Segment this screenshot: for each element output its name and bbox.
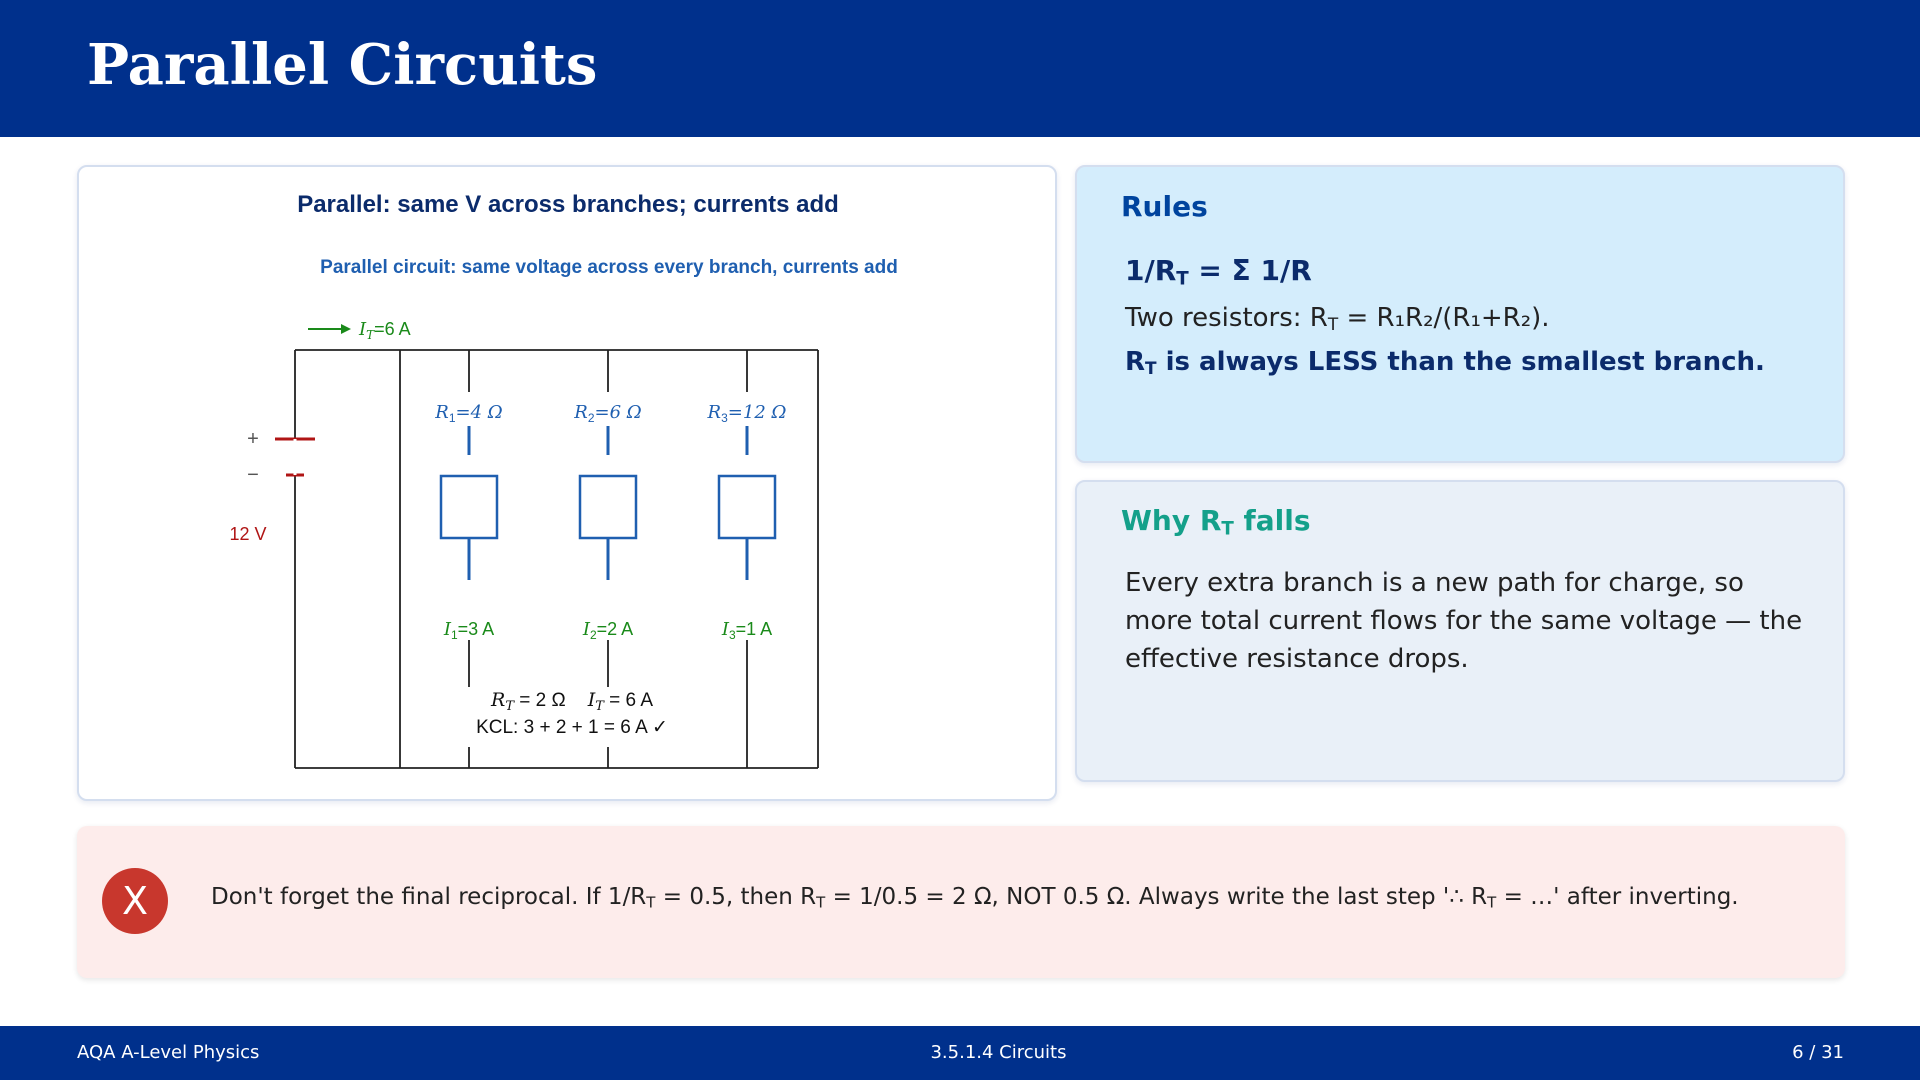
total-current-label: IT=6 A — [358, 319, 411, 342]
resistor-1-label: R1=4 Ω — [434, 402, 503, 425]
battery-voltage-label: 12 V — [229, 524, 266, 544]
rules-note: RT is always LESS than the smallest bran… — [1125, 346, 1765, 378]
current-3-label: I3=1 A — [721, 619, 772, 642]
warning-text: Don't forget the final reciprocal. If 1/… — [211, 884, 1739, 912]
branch-3: R3=12 Ω I3=1 A — [707, 350, 787, 768]
slide-title: Parallel Circuits — [87, 32, 598, 98]
resistor-1-icon — [439, 474, 499, 540]
footer-section: 3.5.1.4 Circuits — [930, 1042, 1067, 1063]
total-current-arrow — [308, 324, 351, 334]
current-2-label: I2=2 A — [582, 619, 633, 642]
resistor-3-icon — [717, 474, 777, 540]
footer-page-number: 6 / 31 — [1792, 1042, 1844, 1063]
summary-kcl: KCL: 3 + 2 + 1 = 6 A ✓ — [476, 717, 668, 738]
rules-formula: 1/RT = Σ 1/R — [1125, 254, 1312, 290]
rules-two-resistors: Two resistors: RT = R₁R₂/(R₁+R₂). — [1125, 302, 1550, 334]
diagram-title: Parallel: same V across branches; curren… — [297, 191, 839, 218]
why-body: Every extra branch is a new path for cha… — [1125, 568, 1803, 674]
battery-minus-label: − — [247, 464, 259, 486]
rules-body: 1/RT = Σ 1/R Two resistors: RT = R₁R₂/(R… — [1125, 252, 1765, 387]
footer-course: AQA A-Level Physics — [77, 1042, 260, 1063]
why-title: Why RT falls — [1121, 504, 1311, 540]
rules-card: Rules 1/RT = Σ 1/R Two resistors: RT = R… — [1075, 165, 1845, 463]
diagram-caption: Parallel circuit: same voltage across ev… — [320, 257, 898, 278]
why-card: Why RT falls Every extra branch is a new… — [1075, 480, 1845, 782]
circuit-wires — [294, 349, 819, 769]
resistor-2-icon — [578, 474, 638, 540]
battery-plus-label: + — [247, 428, 259, 450]
warning-card: X Don't forget the final reciprocal. If … — [77, 826, 1845, 978]
branch-1: R1=4 Ω I1=3 A — [434, 350, 503, 768]
battery-icon — [275, 437, 315, 477]
error-x-icon: X — [102, 868, 168, 934]
slide-footer: AQA A-Level Physics 3.5.1.4 Circuits 6 /… — [0, 1026, 1920, 1080]
branch-2: R2=6 Ω I2=2 A — [573, 350, 642, 768]
parallel-circuit-diagram: Parallel: same V across branches; curren… — [229, 191, 898, 769]
slide-header: Parallel Circuits — [0, 0, 1920, 137]
circuit-diagram-card: Parallel: same V across branches; curren… — [77, 165, 1057, 801]
rules-title: Rules — [1121, 190, 1208, 223]
current-1-label: I1=3 A — [443, 619, 494, 642]
resistor-3-label: R3=12 Ω — [707, 402, 787, 425]
resistor-2-label: R2=6 Ω — [573, 402, 642, 425]
